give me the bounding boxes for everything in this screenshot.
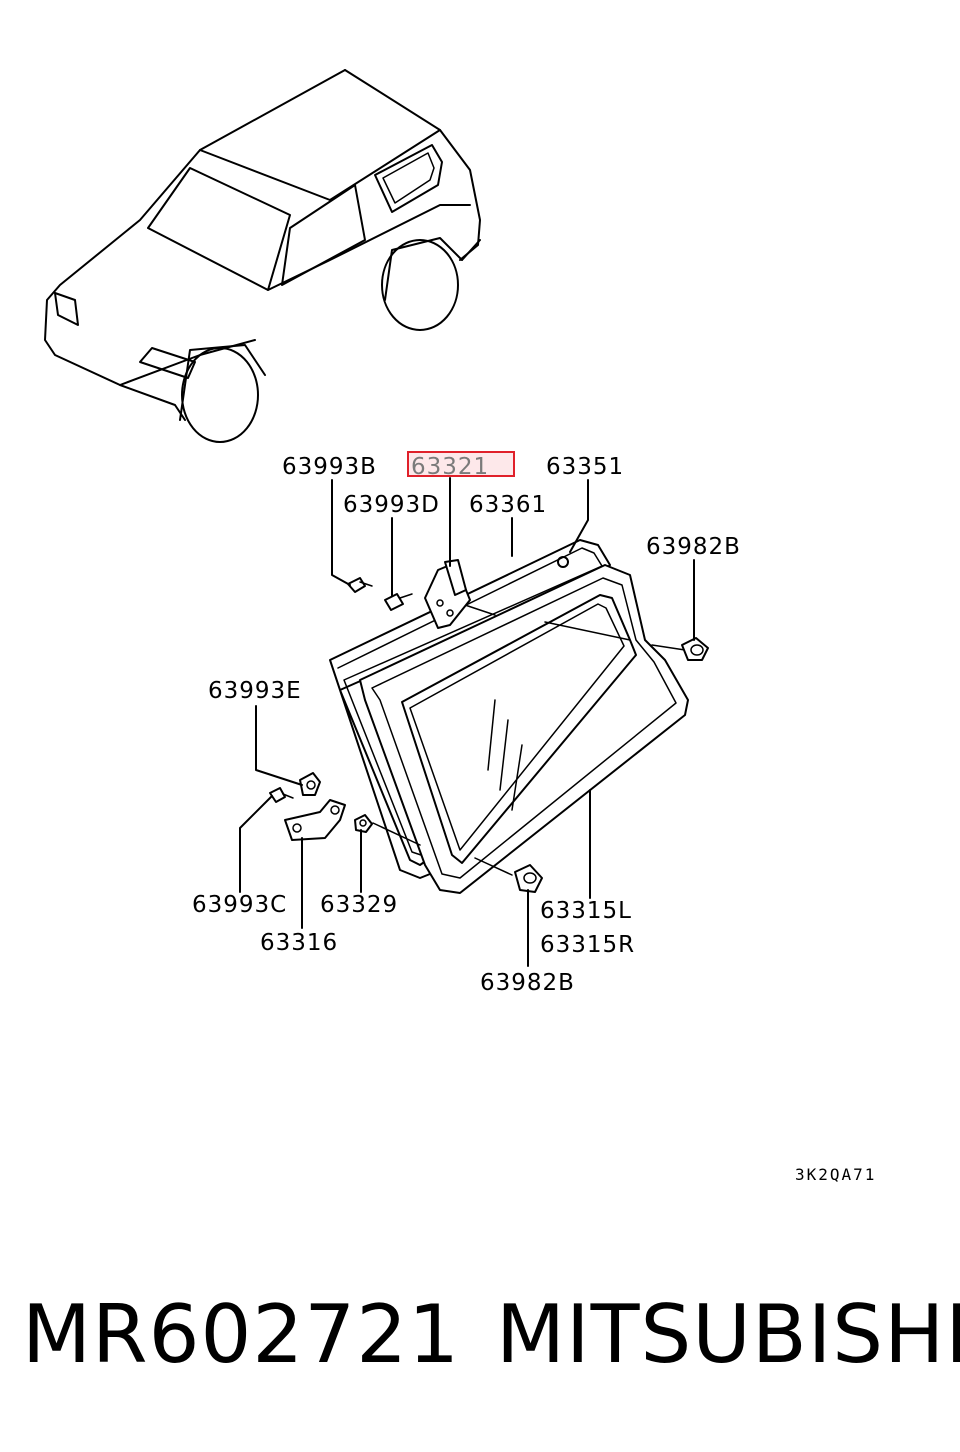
callout-63982b-lower: 63982B — [480, 970, 575, 996]
callout-63315r: 63315R — [540, 932, 635, 958]
footer: MR602721 MITSUBISHI — [0, 1288, 960, 1388]
callout-63993d: 63993D — [343, 492, 440, 518]
highlight-box — [407, 451, 515, 477]
callout-63993b: 63993B — [282, 454, 377, 480]
callout-63993c: 63993C — [192, 892, 287, 918]
callout-63361: 63361 — [469, 492, 547, 518]
brand-name: MITSUBISHI — [496, 1288, 960, 1381]
drawing-code: 3K2QA71 — [795, 1165, 876, 1184]
callout-63351: 63351 — [546, 454, 624, 480]
callout-labels: 63993B 63321 63351 63993D 63361 63982B 6… — [192, 451, 876, 1184]
leader-lines — [239, 477, 695, 967]
callout-63329: 63329 — [320, 892, 398, 918]
quarter-glass-assembly — [269, 539, 709, 894]
callout-63993e: 63993E — [208, 678, 302, 704]
vehicle-illustration — [44, 69, 481, 443]
callout-63315l: 63315L — [540, 898, 632, 924]
callout-63316: 63316 — [260, 930, 338, 956]
part-number: MR602721 — [22, 1288, 460, 1381]
callout-63982b-upper: 63982B — [646, 534, 741, 560]
callout-63321: 63321 — [411, 454, 489, 480]
